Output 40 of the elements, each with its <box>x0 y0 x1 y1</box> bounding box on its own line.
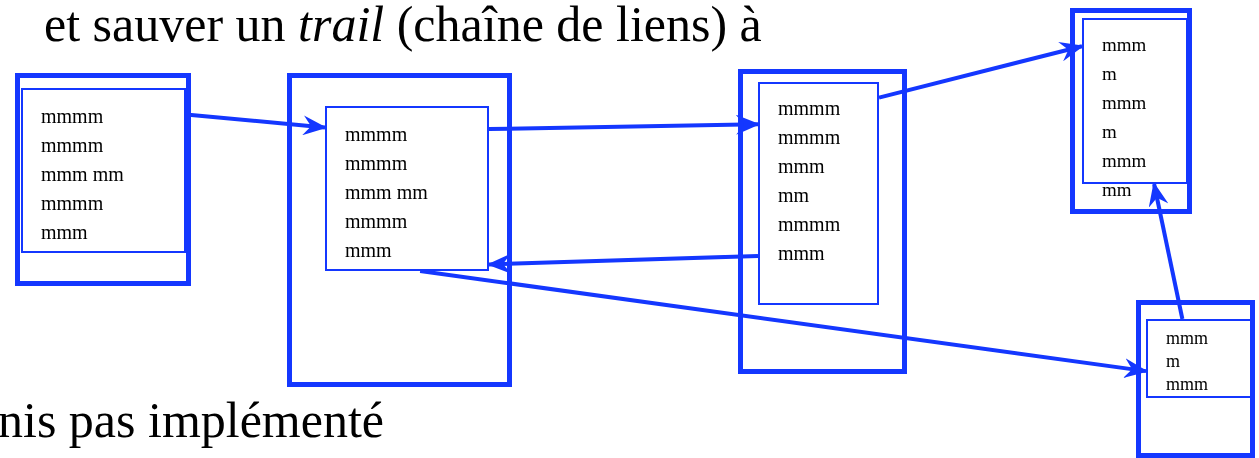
text-line: mm <box>1102 178 1133 202</box>
text-line: mmm <box>1166 373 1208 396</box>
arrow <box>487 253 759 274</box>
document-box <box>325 106 489 271</box>
text-line: mmmm <box>41 104 105 129</box>
arrow <box>878 41 1084 100</box>
text-line: m <box>1102 120 1118 144</box>
text-line: mmmm <box>778 96 841 121</box>
window-frame <box>1136 300 1255 458</box>
document-box <box>21 88 186 253</box>
slide-text: et sauver un trail (chaîne de liens) à <box>44 0 762 52</box>
text-line: mmmm <box>778 212 841 237</box>
text-line: mmm <box>778 154 826 179</box>
document-box <box>758 82 879 305</box>
text-line: mmmm <box>778 125 841 150</box>
text-line: mmm <box>345 238 393 263</box>
text-line: mmmm <box>41 133 105 158</box>
text-line: m <box>1102 62 1118 86</box>
text-line: mmmm <box>345 122 409 147</box>
window-frame <box>738 69 907 374</box>
window-frame <box>15 73 191 286</box>
text-line: mmm <box>1166 327 1208 350</box>
text-line: mmm mm <box>41 162 124 187</box>
text-line: mmm <box>41 220 89 245</box>
text-line: mmm <box>778 241 826 266</box>
text-line: mmm <box>1102 33 1147 57</box>
text-line: mmmm <box>41 191 105 216</box>
text-line: m <box>1166 350 1181 373</box>
arrow <box>1148 182 1185 320</box>
arrow <box>488 114 760 135</box>
document-box <box>1146 319 1253 398</box>
text-line: mmm <box>1102 149 1147 173</box>
text-line: mmmm <box>345 209 409 234</box>
arrow <box>419 269 1148 379</box>
text-line: mmm <box>1102 91 1147 115</box>
window-frame <box>287 73 512 387</box>
text-line: mm <box>778 183 811 208</box>
text-line: mmm mm <box>345 180 428 205</box>
window-frame <box>1070 8 1192 214</box>
text-line: mmmm <box>345 151 409 176</box>
